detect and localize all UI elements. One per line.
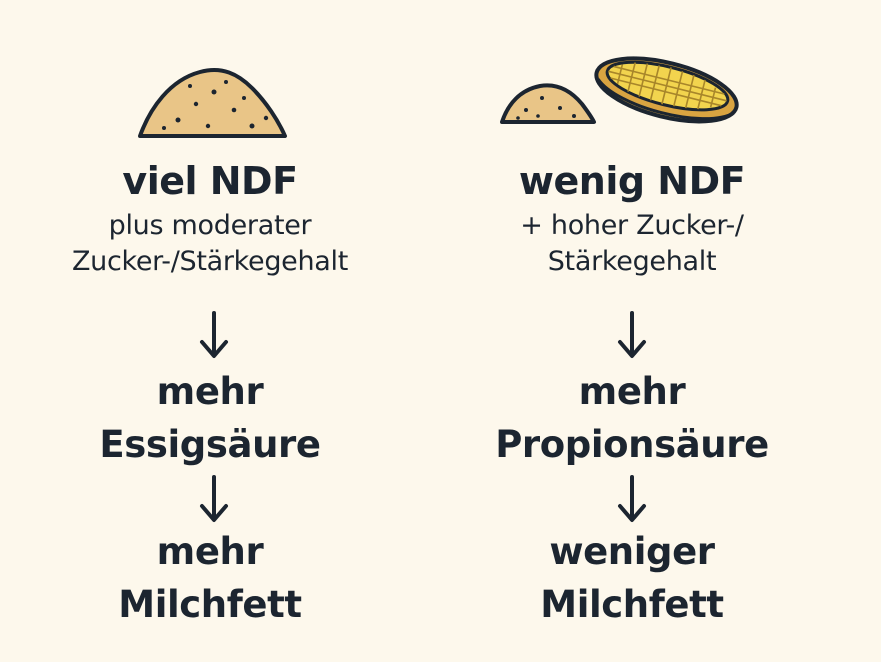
- left-headline: viel NDF: [122, 159, 298, 203]
- right-column: wenig NDF + hoher Zucker-/ Stärkegehalt …: [422, 0, 842, 662]
- left-subtitle: plus moderater Zucker-/Stärkegehalt: [0, 208, 420, 279]
- left-step1-line1: mehr: [156, 370, 264, 413]
- left-step1: mehr Essigsäure: [0, 366, 420, 471]
- left-subtitle-line1: plus moderater: [108, 210, 312, 241]
- left-step2: mehr Milchfett: [0, 526, 420, 631]
- right-subtitle-line2: Stärkegehalt: [547, 245, 717, 277]
- arrow-down-icon: [200, 311, 228, 358]
- right-step2-line1: weniger: [549, 530, 715, 573]
- right-subtitle: + hoher Zucker-/ Stärkegehalt: [422, 208, 842, 279]
- right-step2-line2: Milchfett: [540, 582, 724, 626]
- left-step2-line1: mehr: [156, 530, 264, 573]
- right-step1-line2: Propionsäure: [495, 422, 769, 466]
- grain-and-corn-icon: [500, 56, 739, 124]
- left-step1-line2: Essigsäure: [99, 422, 321, 466]
- right-step1-line1: mehr: [578, 370, 686, 413]
- corn-cob-icon: [594, 56, 739, 124]
- right-illustration: [422, 38, 842, 148]
- left-step2-line2: Milchfett: [118, 582, 302, 626]
- arrow-down-icon: [618, 311, 646, 358]
- grain-pile-icon: [500, 83, 596, 124]
- arrow-down-icon: [618, 475, 646, 522]
- left-column: viel NDF plus moderater Zucker-/Stärkege…: [0, 0, 420, 662]
- right-subtitle-line1: + hoher Zucker-/: [520, 210, 744, 241]
- grain-pile-icon: [138, 68, 287, 138]
- left-illustration: [0, 38, 420, 148]
- right-step1: mehr Propionsäure: [422, 366, 842, 471]
- arrow-down-icon: [200, 475, 228, 522]
- right-headline: wenig NDF: [518, 159, 746, 203]
- left-subtitle-line2: Zucker-/Stärkegehalt: [71, 245, 349, 277]
- right-step2: weniger Milchfett: [422, 526, 842, 631]
